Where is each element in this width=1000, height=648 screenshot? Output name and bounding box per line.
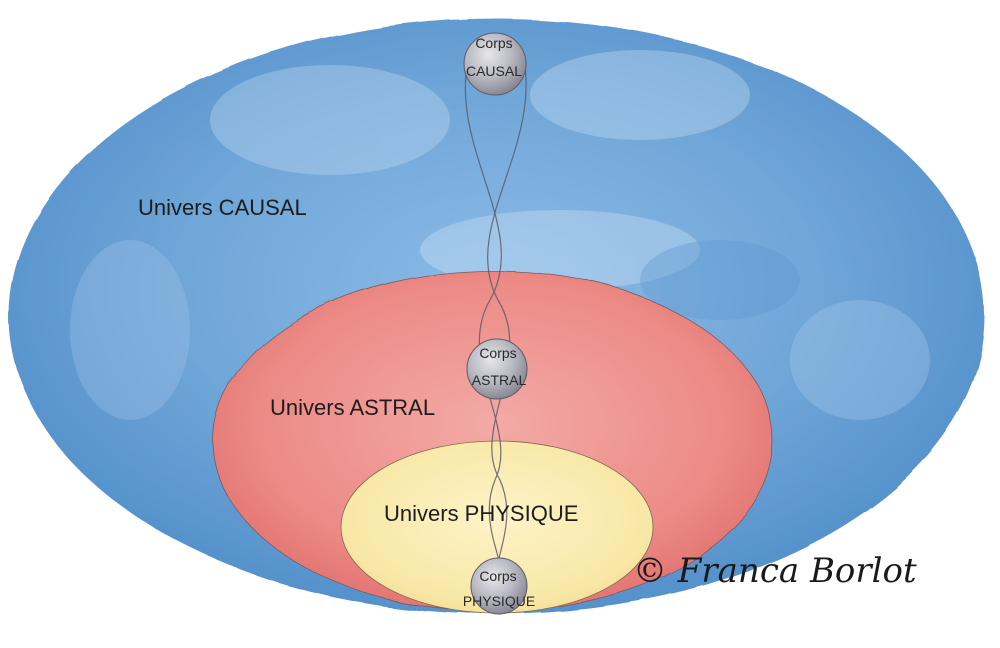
copyright-signature: © Franca Borlot — [633, 551, 917, 591]
astral-universe-label: Univers ASTRAL — [270, 395, 435, 420]
causal-body-label-line2: CAUSAL — [466, 63, 522, 79]
physique-body-label-line1: Corps — [479, 568, 516, 584]
causal-body-label-line1: Corps — [475, 35, 512, 51]
astral-body-label-line1: Corps — [479, 345, 516, 361]
astral-body-label-line2: ASTRAL — [472, 372, 527, 388]
physique-body-label-line2: PHYSIQUE — [463, 593, 535, 609]
causal-universe-label: Univers CAUSAL — [138, 195, 307, 220]
physique-universe-label: Univers PHYSIQUE — [384, 501, 578, 526]
